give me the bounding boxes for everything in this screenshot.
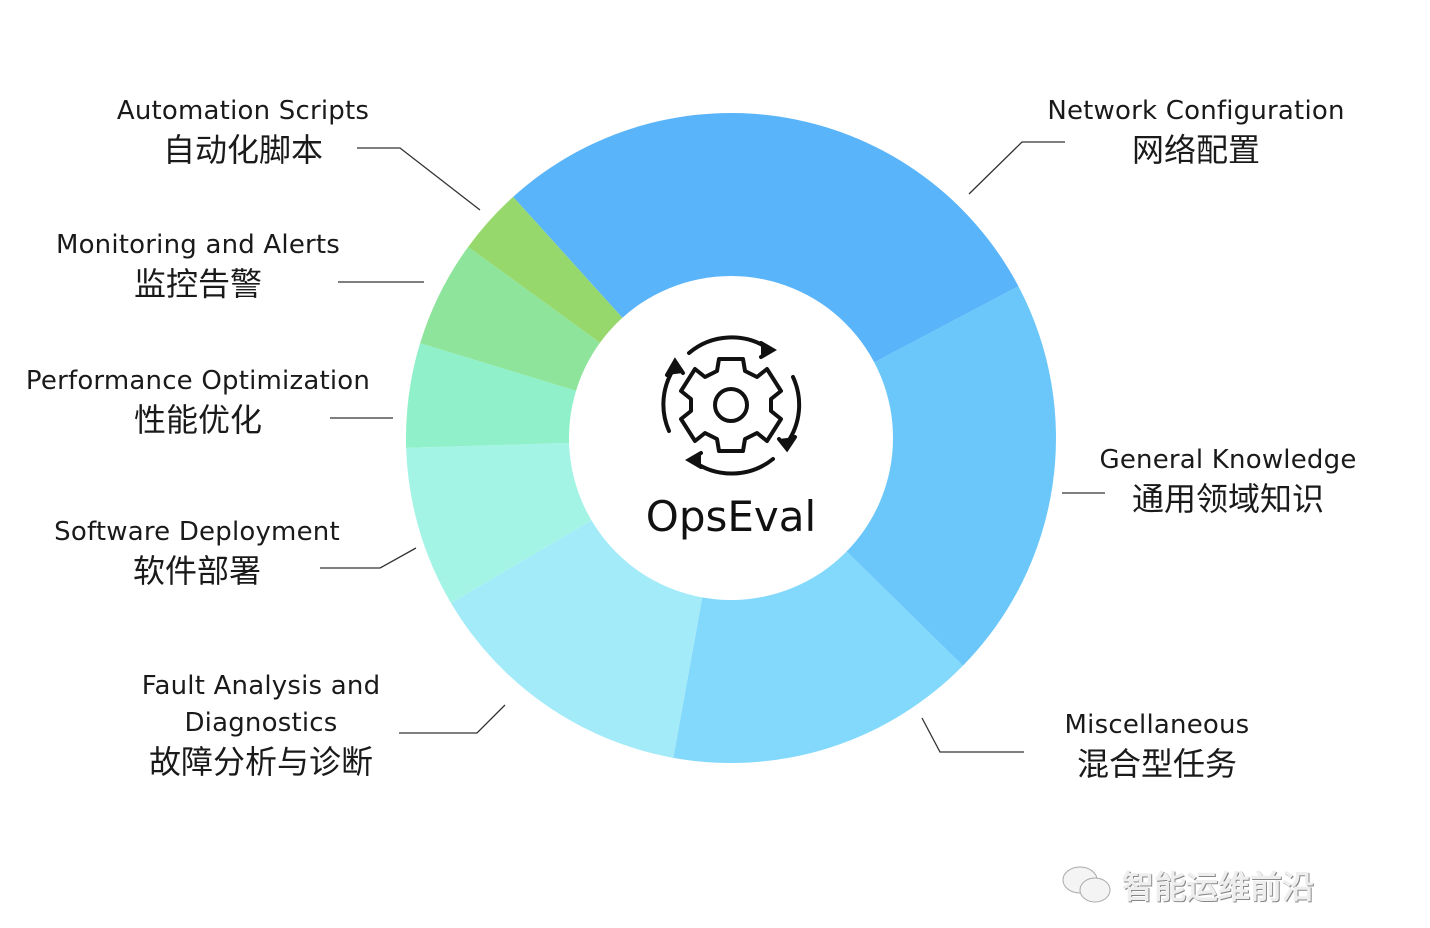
gear-cycle-icon <box>661 335 802 476</box>
label-zh: 自动化脚本 <box>162 131 323 170</box>
label-en: Monitoring and Alerts <box>55 230 341 260</box>
leader-misc <box>921 717 1024 753</box>
label-en-1: Fault Analysis and <box>141 671 381 701</box>
wechat-icon <box>1062 866 1111 903</box>
leader-software <box>320 547 417 569</box>
watermark-text: 智能运维前沿 <box>1122 868 1315 906</box>
label-en: Automation Scripts <box>116 96 370 126</box>
label-fault: Fault Analysis and Diagnostics 故障分析与诊断 <box>51 671 471 782</box>
slices <box>405 112 1056 763</box>
leader-network <box>968 141 1065 195</box>
label-zh: 混合型任务 <box>1076 745 1237 784</box>
label-general: General Knowledge 通用领域知识 <box>1018 445 1430 519</box>
label-en: Network Configuration <box>1047 96 1345 126</box>
label-zh: 软件部署 <box>132 552 261 591</box>
label-zh: 故障分析与诊断 <box>148 743 373 782</box>
label-misc: Miscellaneous 混合型任务 <box>947 710 1367 784</box>
label-zh: 性能优化 <box>133 401 262 440</box>
slice-performance-optimization <box>405 343 588 448</box>
label-automation: Automation Scripts 自动化脚本 <box>33 96 453 170</box>
slice-monitoring-and-alerts <box>420 246 610 395</box>
center-title: OpsEval <box>645 492 817 541</box>
label-zh: 网络配置 <box>1131 131 1260 170</box>
label-en: Miscellaneous <box>1064 710 1250 740</box>
slice-automation-scripts <box>468 196 631 350</box>
label-zh: 监控告警 <box>133 265 262 304</box>
label-en: Performance Optimization <box>25 366 371 396</box>
leader-fault <box>399 704 506 734</box>
leader-automation <box>357 147 481 211</box>
slice-software-deployment <box>406 442 602 603</box>
slice-network-configuration <box>513 112 1019 369</box>
label-monitoring: Monitoring and Alerts 监控告警 <box>0 230 408 304</box>
label-software: Software Deployment 软件部署 <box>0 517 407 591</box>
slice-general-knowledge <box>838 286 1056 666</box>
label-en: Software Deployment <box>54 517 340 547</box>
label-en: General Knowledge <box>1099 445 1357 475</box>
label-performance: Performance Optimization 性能优化 <box>0 366 408 440</box>
donut-hole <box>569 276 893 600</box>
label-network: Network Configuration 网络配置 <box>986 96 1406 170</box>
slice-fault-analysis-and-diagnostics <box>450 514 705 758</box>
label-zh: 通用领域知识 <box>1131 480 1324 519</box>
label-en-2: Diagnostics <box>184 708 338 739</box>
watermark: 智能运维前沿 <box>1060 862 1314 908</box>
